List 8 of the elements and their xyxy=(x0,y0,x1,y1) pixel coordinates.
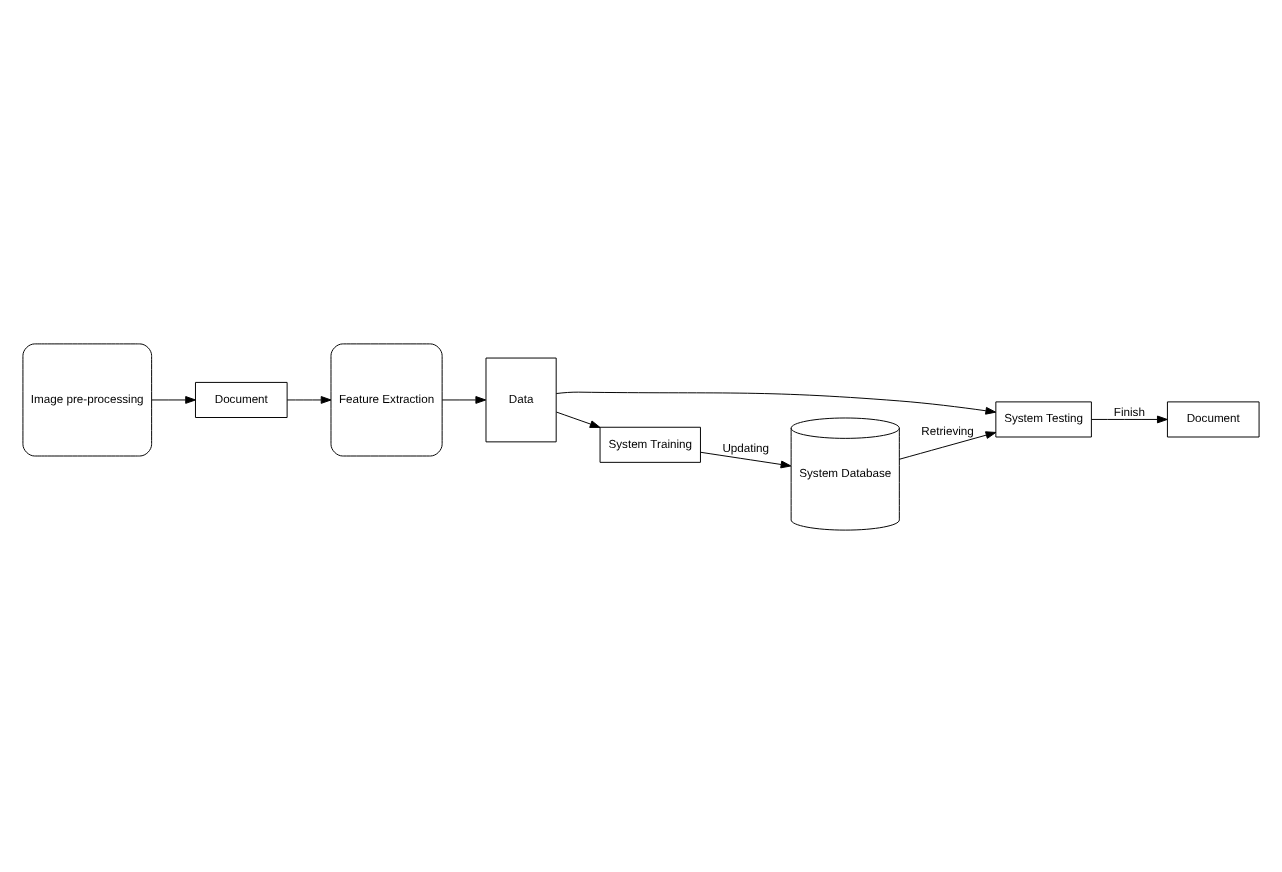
arrow xyxy=(441,395,487,403)
arrow xyxy=(898,430,997,459)
arrow xyxy=(286,395,332,403)
arrow xyxy=(556,410,601,427)
arrow xyxy=(1091,414,1168,423)
arrow xyxy=(700,450,792,468)
arrow xyxy=(555,390,997,414)
arrow xyxy=(151,395,196,403)
